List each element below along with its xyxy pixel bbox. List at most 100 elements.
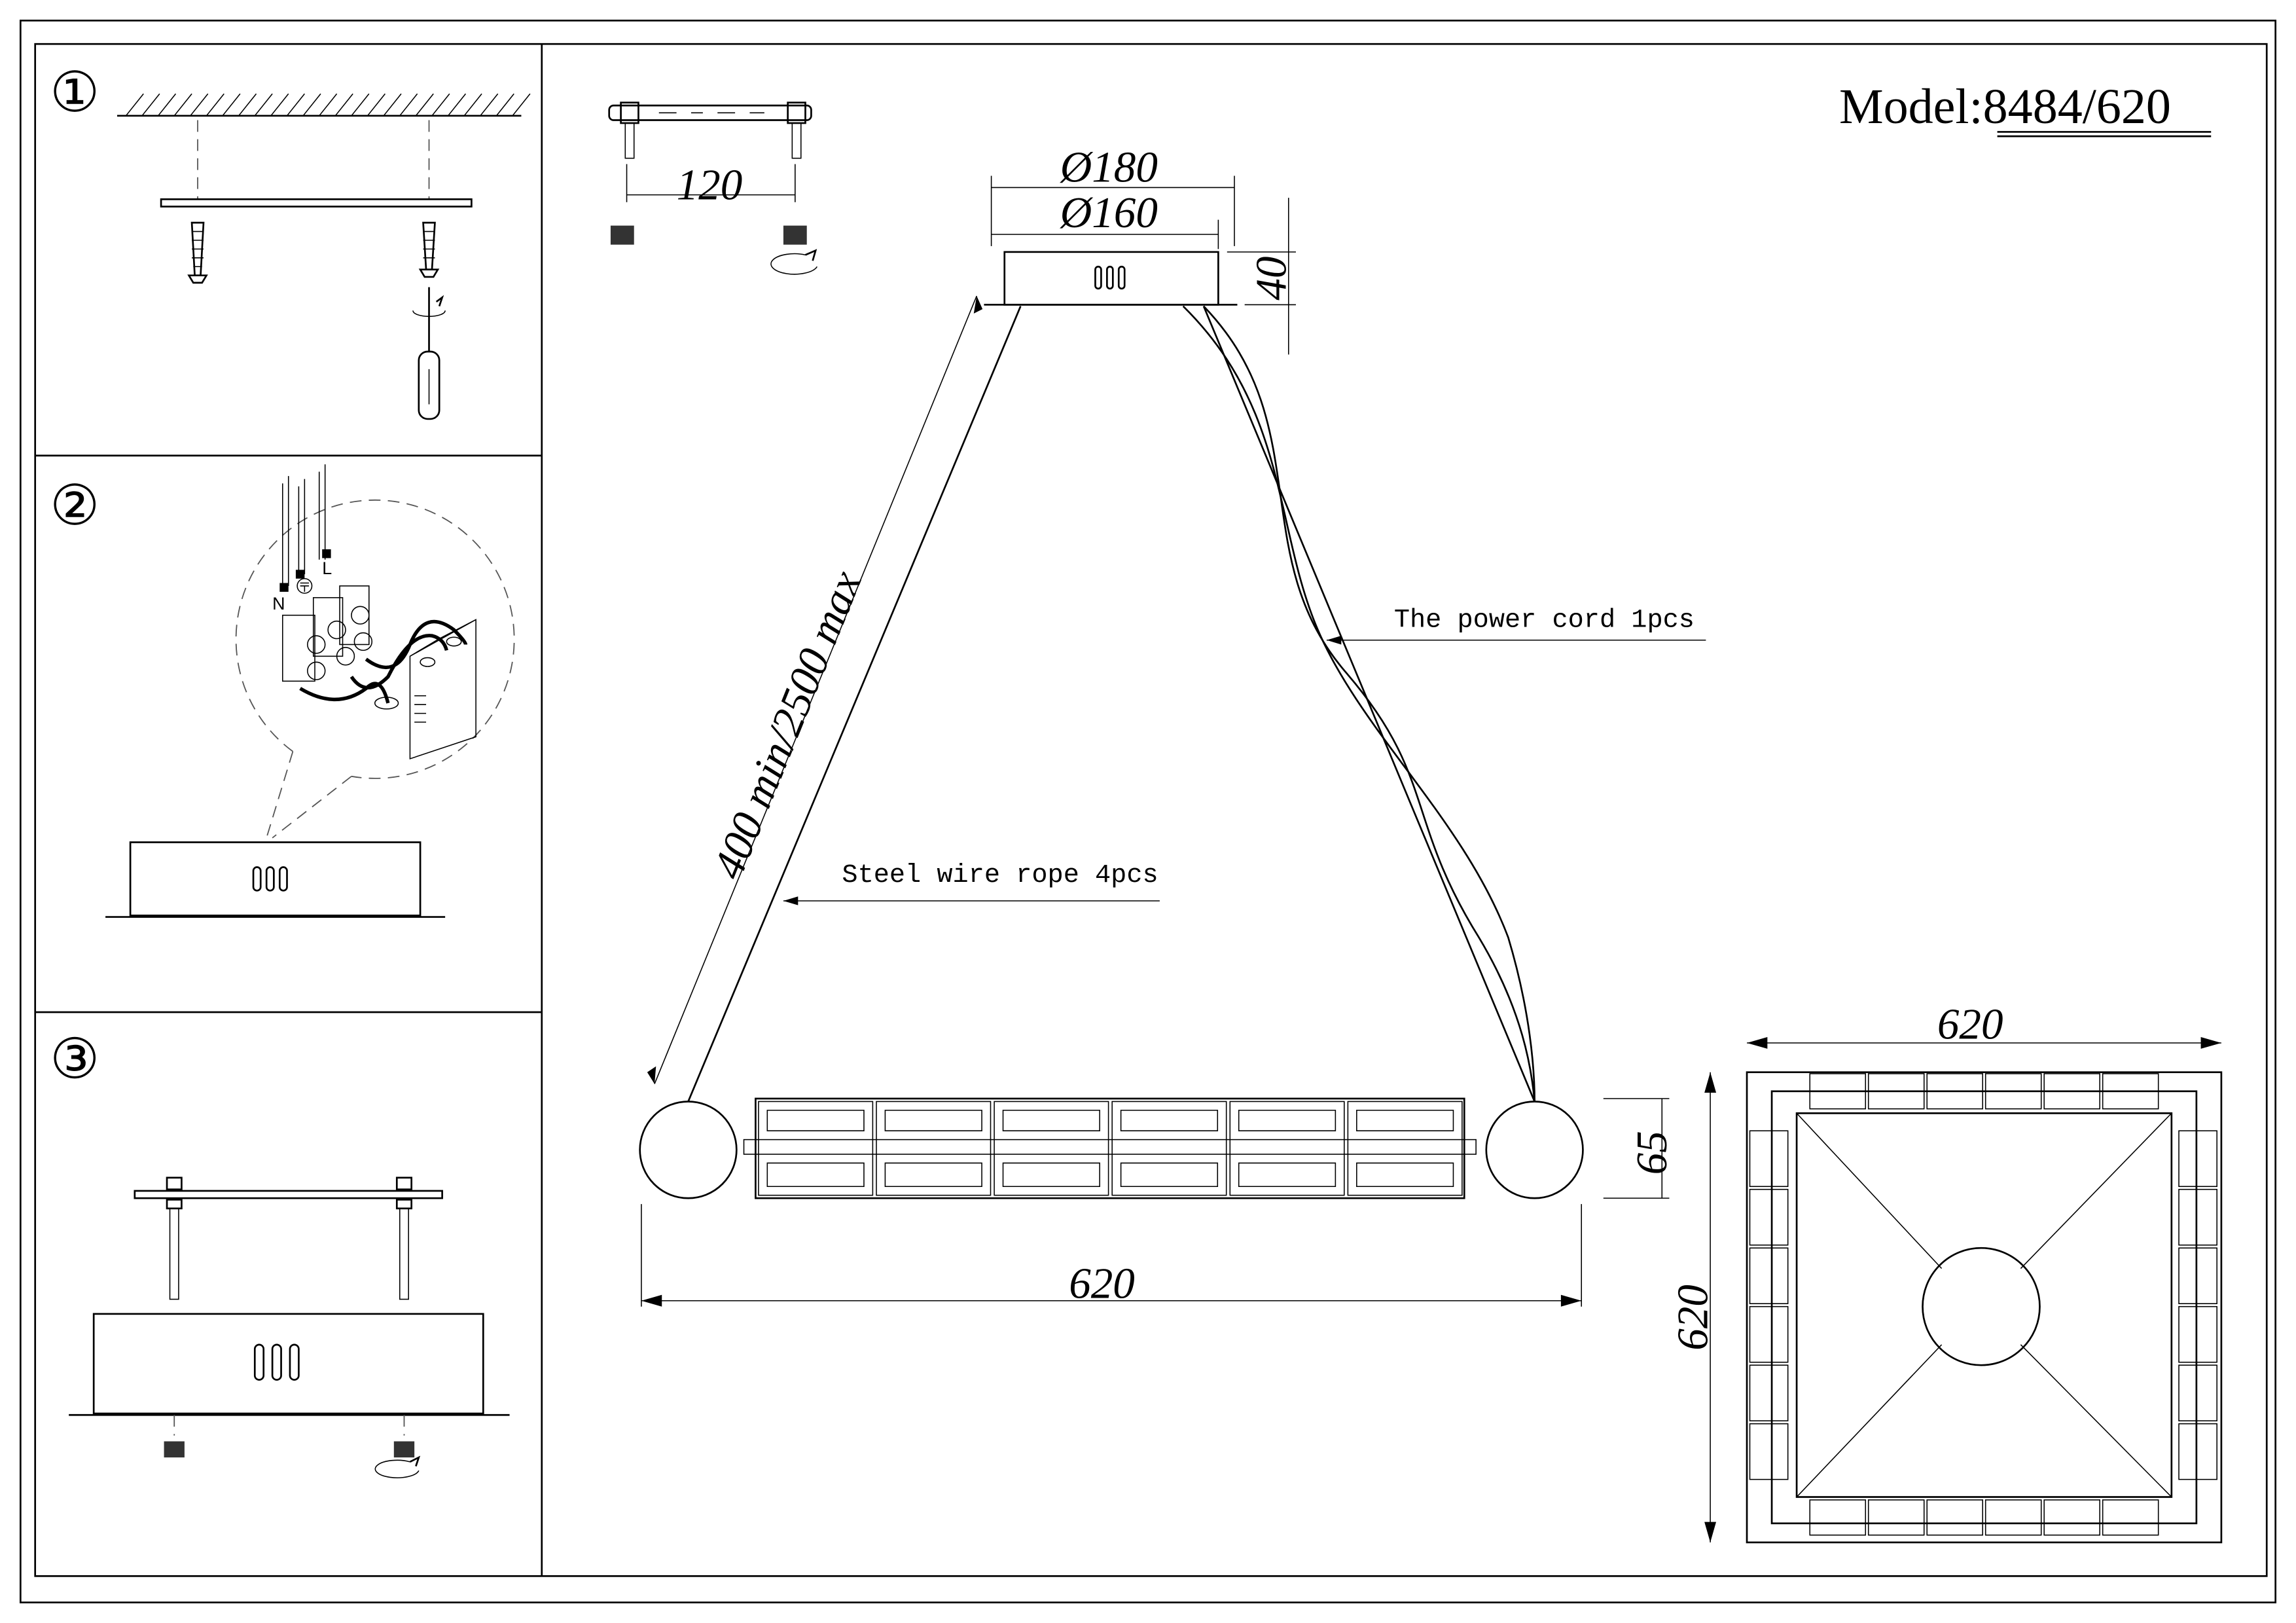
crystal-segment xyxy=(2178,1247,2217,1304)
vent-slots-icon xyxy=(1094,265,1126,290)
crystal-segment xyxy=(1926,1499,1984,1536)
outer-border xyxy=(19,20,2277,1603)
hatch-line xyxy=(270,93,289,117)
crystal-segment xyxy=(2102,1073,2159,1110)
dimension-fixture-height: 65 xyxy=(1627,1131,1676,1175)
crystal-segment xyxy=(2043,1499,2100,1536)
inner-frame xyxy=(34,43,2268,1577)
hatch-line xyxy=(351,93,370,117)
crystal-segment xyxy=(1749,1423,1789,1480)
crystal-segment xyxy=(876,1101,992,1196)
hatch-line xyxy=(222,93,241,117)
crystal-facet xyxy=(1238,1110,1336,1188)
dimension-canopy-outer: Ø180 xyxy=(1060,142,1158,191)
screw-icon xyxy=(418,221,440,278)
vent-slots-icon xyxy=(253,1343,300,1381)
steel-wire-label: Steel wire rope 4pcs xyxy=(842,860,1158,890)
driver-box-icon xyxy=(409,619,476,760)
crystal-segment xyxy=(1984,1073,2042,1110)
hatch-line xyxy=(158,93,177,117)
hatch-line xyxy=(319,93,338,117)
terminal-n-label: N xyxy=(272,594,285,613)
crystal-facet xyxy=(884,1110,982,1188)
crystal-facet xyxy=(1002,1110,1100,1188)
crystal-segment xyxy=(1809,1073,1867,1110)
bolt-icon xyxy=(166,1176,183,1300)
screwdriver-icon xyxy=(412,287,446,420)
model-prefix: Model xyxy=(1839,79,1969,134)
model-separator: : xyxy=(1969,79,1983,134)
dimension-canopy-height: 40 xyxy=(1246,257,1295,301)
dimension-bracket-spacing: 120 xyxy=(677,160,743,209)
wire-ends xyxy=(279,464,331,592)
crystal-facet xyxy=(766,1110,865,1188)
hatch-line xyxy=(431,93,450,117)
crystal-segment xyxy=(1749,1364,1789,1421)
crystal-segment xyxy=(1347,1101,1463,1196)
terminal-l-label: L xyxy=(322,558,332,578)
canopy-box xyxy=(92,1313,484,1415)
crystal-segment xyxy=(1749,1247,1789,1304)
crystal-segment xyxy=(2178,1305,2217,1363)
crystal-segment xyxy=(2178,1188,2217,1246)
crystal-segment xyxy=(1749,1188,1789,1246)
crystal-segment xyxy=(1111,1101,1227,1196)
step-1-panel: ① xyxy=(50,60,531,420)
hatch-line xyxy=(495,93,514,117)
hatch-line xyxy=(463,93,482,117)
crystal-segment xyxy=(758,1101,874,1196)
step-number: ① xyxy=(50,60,99,125)
hatch-line xyxy=(173,93,192,117)
hatch-line xyxy=(190,93,209,117)
dimension-plan-depth: 620 xyxy=(1668,1285,1717,1351)
plan-view: 620 620 xyxy=(1668,999,2223,1544)
crystal-segment xyxy=(2178,1364,2217,1421)
power-cord-label: The power cord 1pcs xyxy=(1394,606,1695,636)
hatch-line xyxy=(399,93,418,117)
steel-wire-rope xyxy=(1202,306,1535,1102)
hatch-line xyxy=(286,93,305,117)
nut-icon xyxy=(393,1441,415,1458)
crystal-segment xyxy=(1926,1073,1984,1110)
crystal-segment xyxy=(1229,1101,1345,1196)
hatch-line xyxy=(367,93,386,117)
hatch-line xyxy=(141,93,160,117)
crystal-segment xyxy=(2178,1423,2217,1480)
canopy-elevation: Ø180 Ø160 40 xyxy=(984,142,1296,355)
nut-icon xyxy=(783,225,807,245)
hatch-line xyxy=(334,93,353,117)
hatch-line xyxy=(206,93,224,117)
crystal-segment xyxy=(2043,1073,2100,1110)
ceiling-hatch xyxy=(125,93,531,117)
step-number: ③ xyxy=(50,1027,99,1092)
bolt-icon xyxy=(395,1176,413,1300)
crystal-segment xyxy=(1867,1499,1925,1536)
hatch-line xyxy=(125,93,144,117)
hatch-line xyxy=(302,93,321,117)
vent-slots-icon xyxy=(252,866,288,892)
step-3-panel: ③ xyxy=(50,1027,510,1478)
power-cord xyxy=(1182,305,1535,1102)
dimension-canopy-inner: Ø160 xyxy=(1060,188,1158,237)
crystal-segment xyxy=(1749,1305,1789,1363)
model-number: 8484/620 xyxy=(1983,79,2171,134)
step-2-panel: ② N L xyxy=(50,464,515,918)
crystal-segment xyxy=(1867,1073,1925,1110)
model-label: Model:8484/620 xyxy=(1839,79,2171,134)
ground-icon xyxy=(296,577,313,594)
screw-icon xyxy=(187,221,208,284)
nut-icon xyxy=(164,1441,185,1458)
mounting-bracket: 120 xyxy=(608,101,818,275)
crystal-segment xyxy=(1809,1499,1867,1536)
fixture-elevation: 620 65 xyxy=(639,1097,1676,1307)
crystal-segment xyxy=(2178,1130,2217,1188)
crystal-facet xyxy=(1120,1110,1219,1188)
step-number: ② xyxy=(50,473,99,538)
hatch-line xyxy=(238,93,257,117)
hatch-line xyxy=(447,93,467,117)
hatch-line xyxy=(383,93,402,117)
crystal-segment xyxy=(994,1101,1109,1196)
power-cord xyxy=(1203,305,1535,1102)
crystal-segment xyxy=(1749,1130,1789,1188)
